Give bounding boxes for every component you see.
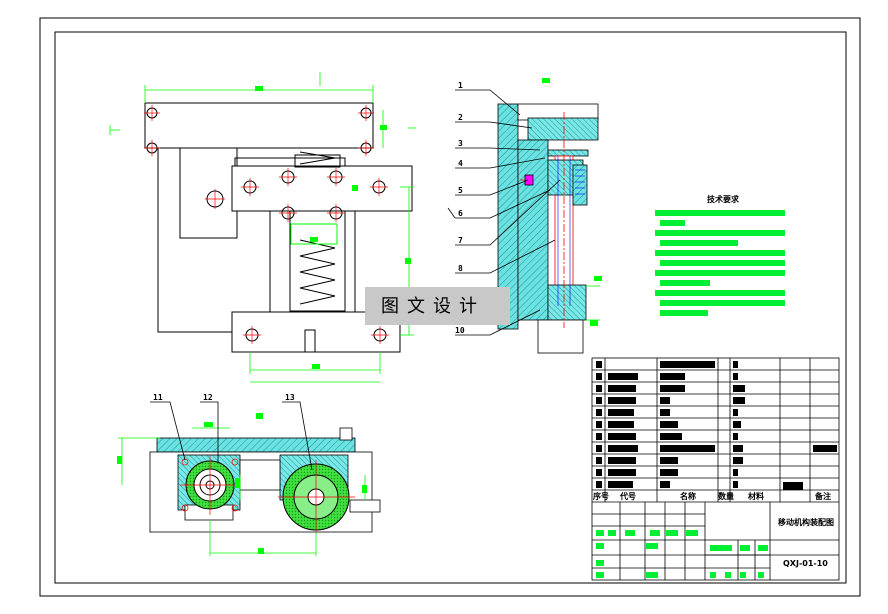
callout-4: 4 (458, 159, 463, 168)
watermark-text: 图文设计 (381, 296, 485, 317)
callout-12: 12 (203, 393, 213, 402)
watermark-stamp: 图文设计 (365, 287, 510, 325)
lead-screw-thread (299, 239, 336, 305)
bom-header-qty: 数量 (718, 491, 734, 501)
sheet-inner-border (54, 31, 847, 584)
bom-header-material: 材料 (748, 491, 764, 501)
section-view-dim-lines (586, 285, 600, 321)
bom-header-remark: 备注 (814, 491, 831, 501)
lead-screw-thread-top (299, 151, 336, 165)
callout-labels-section: 1 2 3 4 5 6 7 8 10 (455, 81, 465, 335)
title-block-green-cells (596, 530, 768, 578)
bom-header-name: 名称 (680, 491, 696, 501)
callout-10: 10 (455, 326, 465, 335)
bom-header-code: 代号 (619, 491, 636, 501)
callout-8: 8 (458, 264, 463, 273)
screw-profile-box (290, 223, 338, 245)
title-block (591, 357, 840, 581)
technical-requirements: 技术要求 (655, 194, 785, 316)
top-view-leaders (150, 401, 313, 471)
drawing-number: QXJ-01-10 (783, 559, 828, 568)
callout-1: 1 (458, 81, 463, 90)
section-view-hidden (557, 156, 585, 306)
bom-header: 序号 代号 名称 数量 材料 备注 (593, 491, 831, 501)
top-view (149, 427, 381, 533)
callout-2: 2 (458, 113, 463, 122)
drawing-title: 移动机构装配图 (778, 517, 834, 527)
callout-5: 5 (458, 186, 463, 195)
callout-labels-top-view: 11 12 13 (153, 393, 295, 402)
section-view-centerlines (520, 112, 565, 328)
front-view-dimension-values (255, 86, 411, 369)
bom-filled-cells (596, 361, 837, 490)
callout-11: 11 (153, 393, 163, 402)
section-view (497, 103, 599, 354)
section-view-dimensions (542, 78, 602, 326)
callout-13: 13 (285, 393, 295, 402)
sheet-outer-border (39, 17, 861, 597)
top-view-centerlines (180, 455, 355, 534)
callout-3: 3 (458, 139, 463, 148)
callout-7: 7 (458, 236, 463, 245)
top-view-dimension-values (117, 413, 367, 554)
front-view-hole-centers (144, 105, 389, 344)
bom-header-seq: 序号 (593, 491, 609, 501)
callout-leaders (447, 89, 561, 336)
tech-requirements-title: 技术要求 (707, 194, 740, 204)
callout-6: 6 (458, 209, 463, 218)
